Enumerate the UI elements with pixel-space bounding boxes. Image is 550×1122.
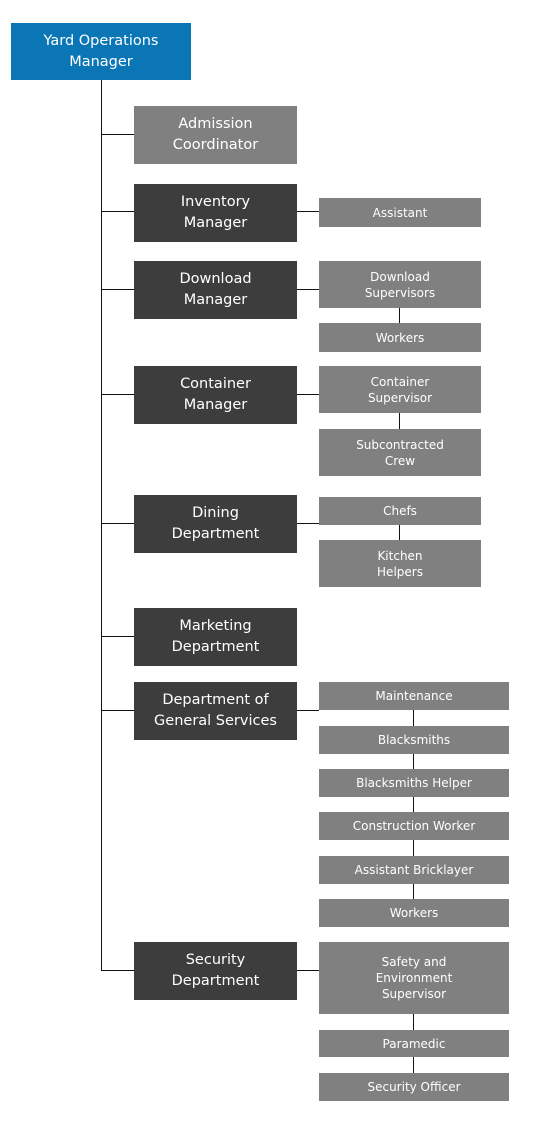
node-subcontracted-crew: Subcontracted Crew [319,429,481,476]
chain-security-2 [413,1057,414,1073]
node-admission-coordinator: Admission Coordinator [134,106,297,164]
node-container-supervisor: Container Supervisor [319,366,481,413]
connector-admission [101,134,134,135]
node-assistant-bricklayer: Assistant Bricklayer [319,856,509,884]
node-marketing-department: Marketing Department [134,608,297,666]
connector-download [101,289,134,290]
node-paramedic: Paramedic [319,1030,509,1057]
node-construction-worker: Construction Worker [319,812,509,840]
node-assistant: Assistant [319,198,481,227]
connector-general-services-sub [297,710,319,711]
connector-inventory [101,211,134,212]
node-kitchen-helpers: Kitchen Helpers [319,540,481,587]
node-maintenance: Maintenance [319,682,509,710]
node-department-of-general-services: Department of General Services [134,682,297,740]
connector-security-sub [297,970,319,971]
node-blacksmiths: Blacksmiths [319,726,509,754]
connector-marketing [101,636,134,637]
connector-general-services [101,710,134,711]
node-safety-environment-supervisor: Safety and Environment Supervisor [319,942,509,1014]
node-container-manager: Container Manager [134,366,297,424]
connector-container-sub [297,394,319,395]
chain-general-services [413,710,414,899]
connector-inventory-sub [297,211,319,212]
node-yard-operations-manager: Yard Operations Manager [11,23,191,80]
node-chefs: Chefs [319,497,481,525]
node-download-manager: Download Manager [134,261,297,319]
node-download-workers: Workers [319,323,481,352]
chain-security-1 [413,1014,414,1030]
connector-dining [101,523,134,524]
connector-container [101,394,134,395]
node-blacksmiths-helper: Blacksmiths Helper [319,769,509,797]
node-download-supervisors: Download Supervisors [319,261,481,308]
main-trunk-line [101,80,102,971]
chain-download [399,308,400,323]
connector-download-sub [297,289,319,290]
connector-security [101,970,134,971]
node-dining-department: Dining Department [134,495,297,553]
chain-dining [399,525,400,540]
chain-container [399,413,400,429]
connector-dining-sub [297,523,319,524]
node-general-services-workers: Workers [319,899,509,927]
node-inventory-manager: Inventory Manager [134,184,297,242]
node-security-officer: Security Officer [319,1073,509,1101]
node-security-department: Security Department [134,942,297,1000]
